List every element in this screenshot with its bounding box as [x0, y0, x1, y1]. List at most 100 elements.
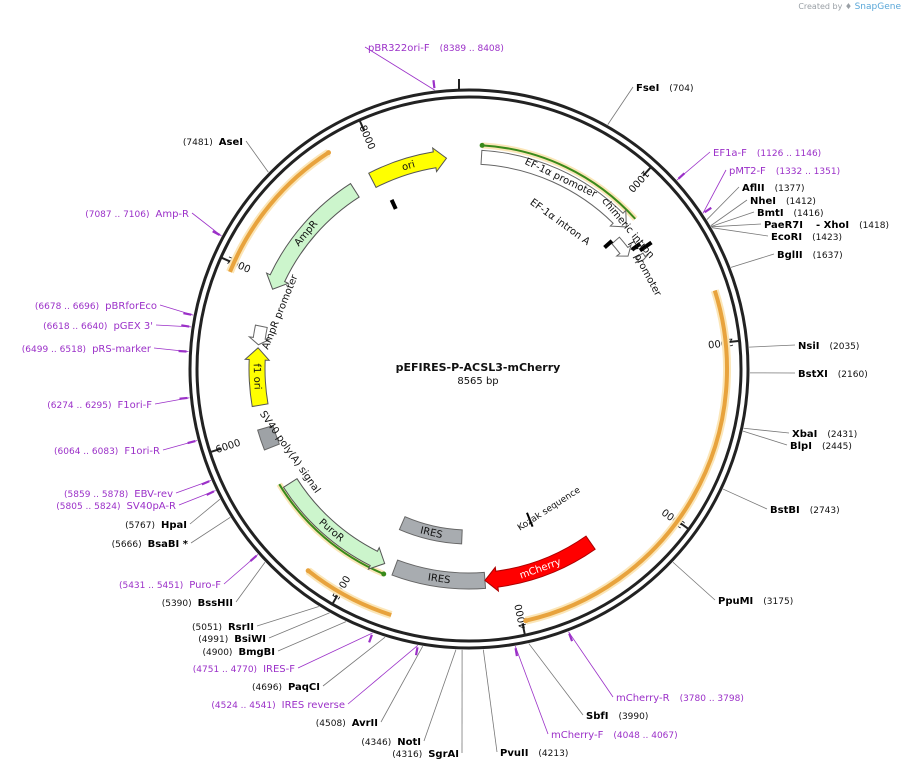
snapgene-credit: Created by ♦ SnapGene [798, 2, 901, 12]
site-ef1a-f: EF1a-F (1126 .. 1146) [713, 148, 821, 159]
site-name: HpaI [161, 520, 187, 531]
tick-label-4000: 4000 [514, 603, 530, 630]
site-position: (6678 .. 6696) [35, 302, 99, 312]
primer-mark-amp-r [212, 230, 221, 236]
site-puro-f: Puro-F (5431 .. 5451) [119, 580, 221, 591]
site-ecori: EcoRI(1423) [771, 232, 842, 243]
site-position: (4524 .. 4541) [211, 701, 275, 711]
site-position: (5431 .. 5451) [119, 581, 183, 591]
leader-pbr322ori-f [364, 46, 435, 91]
ori-arrow-label: ori [401, 159, 417, 173]
tick-4000 [521, 623, 526, 636]
site-fsei: FseI(704) [636, 83, 694, 94]
site-name: BglII [777, 250, 803, 261]
f1-ori-arrow-label: f1 ori [251, 363, 263, 389]
site-pgex-3: pGEX 3'(6618 .. 6640) [43, 321, 153, 332]
tick-1000 [642, 166, 652, 177]
site-position: (3990) [618, 712, 648, 722]
site-sbfi: SbfI (3990) [586, 711, 648, 722]
site-rsrii: RsrII (5051) [192, 622, 254, 633]
site-name: AvrII [352, 718, 378, 729]
site-mcherry-r: mCherry-R(3780 .. 3798) [616, 693, 744, 704]
site-name: PaqCI [288, 682, 320, 693]
primer-mark-ef1a-f [677, 172, 686, 180]
sv40-polya-box [257, 425, 280, 451]
site-ires-f: IRES-F(4751 .. 4770) [193, 664, 295, 675]
site-position: (1332 .. 1351) [776, 167, 840, 177]
site-position: (4048 .. 4067) [613, 731, 677, 741]
site-bstxi: BstXI(2160) [798, 369, 868, 380]
site-position: (5767) [125, 521, 155, 531]
primer-mark-pbr322ori-f [432, 80, 436, 89]
site-name: BsaBI * [148, 539, 189, 550]
credit-prefix: Created by [798, 2, 843, 11]
site-position: (2160) [838, 370, 868, 380]
site-position: (4900) [203, 648, 233, 658]
leader-ppumi [672, 561, 716, 601]
primer-mark-f1ori-f [179, 396, 188, 400]
leader-avrii [380, 645, 424, 723]
tick-8000 [358, 119, 366, 132]
site-name: BssHII [198, 598, 233, 609]
plasmid-length: 8565 bp [457, 376, 498, 387]
site-position: (6499 .. 6518) [22, 345, 86, 355]
site-sv40pa-r: SV40pA-R(5805 .. 5824) [56, 501, 176, 512]
site-f1ori-f: F1ori-F(6274 .. 6295) [47, 400, 152, 411]
site-sgrai: SgrAI (4316) [392, 749, 459, 760]
primer-mark-f1ori-r [187, 439, 196, 445]
snapgene-logo-icon: ♦ [844, 2, 853, 11]
plasmid-name: pEFIRES-P-ACSL3-mCherry [396, 361, 561, 374]
site-position: (1126 .. 1146) [757, 149, 821, 159]
site-position: (2035) [829, 342, 859, 352]
chimeric-intron-arrow [611, 236, 632, 257]
ires-box-1 [391, 559, 487, 590]
site-position: (1416) [794, 209, 824, 219]
leader-nsii [749, 344, 796, 348]
site-position: (8389 .. 8408) [440, 44, 504, 54]
site-bsiwi: BsiWI(4991) [198, 634, 266, 645]
site-position: (4696) [252, 683, 282, 693]
site-leader-lines [153, 46, 796, 754]
leader-ecori [711, 227, 769, 237]
site-blpi: BlpI(2445) [790, 441, 852, 452]
site-name: pBR322ori-F [368, 43, 430, 54]
site-bsabi: BsaBI *(5666) [112, 539, 189, 550]
arc-arrowhead-4 [381, 571, 387, 577]
site-labels: FseI(704) EF1a-F (1126 .. 1146) pMT2-F(1332… [22, 43, 889, 760]
site-position: (2431) [827, 430, 857, 440]
site-prs-marker: pRS-marker(6499 .. 6518) [22, 344, 152, 355]
site-name: Puro-F [189, 580, 221, 591]
site-position: (3175) [763, 597, 793, 607]
primer-mark-puro-f [249, 554, 258, 562]
site-noti: NotI(4346) [361, 737, 421, 748]
arc-arrowhead-3 [479, 142, 485, 148]
site-position: (4316) [392, 750, 422, 760]
chimeric-intron-mark-2 [638, 240, 653, 253]
site-name: EF1a-F [713, 148, 747, 159]
site-name: RsrII [228, 622, 254, 633]
primer-mark-pgex-3 [181, 324, 190, 328]
site-name: SbfI [586, 711, 608, 722]
site-position: (5805 .. 5824) [56, 502, 120, 512]
site-avrii: AvrII (4508) [316, 718, 378, 729]
primer-mark-ebv-rev [201, 480, 210, 486]
site-nsii: NsiI (2035) [798, 341, 859, 352]
site-position: (4508) [316, 719, 346, 729]
ori-arrow [368, 146, 448, 189]
site-name: AflII [742, 183, 765, 194]
sv40-polya-label: SV40 poly(A) signal [257, 409, 322, 495]
primer-mark-mcherry-r [568, 633, 574, 642]
site-pmt2-f: pMT2-F(1332 .. 1351) [729, 166, 840, 177]
site-position: (5051) [192, 623, 222, 633]
site-name: FseI [636, 83, 659, 94]
site-pbrforeco: pBRforEco(6678 .. 6696) [35, 301, 157, 312]
tick-6000 [209, 447, 222, 454]
site-name: NsiI [798, 341, 819, 352]
leader-sbfi [528, 643, 584, 716]
ires-box-2 [398, 516, 463, 545]
site-position: (4751 .. 4770) [193, 665, 257, 675]
site-position: (2743) [810, 506, 840, 516]
site-name: SgrAI [428, 749, 459, 760]
leader-bstbi [722, 488, 768, 510]
